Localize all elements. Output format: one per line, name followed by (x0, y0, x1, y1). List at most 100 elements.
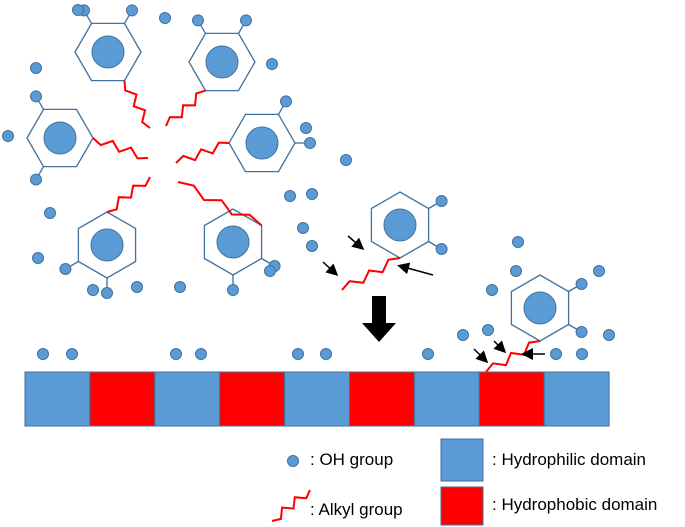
oh-group-dot (575, 326, 588, 338)
oh-bond (123, 14, 131, 24)
oh-group-dot (603, 329, 615, 341)
oh-group-dot (593, 265, 605, 277)
oh-group-dot (192, 14, 204, 27)
legend-alkyl-label: : Alkyl group (310, 500, 403, 519)
interaction-arrows (322, 235, 545, 364)
alkyl-chain (92, 137, 149, 160)
alkyl-chain (341, 257, 401, 291)
hydrophobic-domain (219, 371, 286, 427)
oh-group-dot (304, 137, 316, 149)
oh-group-dot (280, 95, 292, 108)
oh-group-dot (87, 284, 99, 296)
interaction-arrow (493, 340, 507, 354)
hydrophilic-domain (284, 371, 351, 427)
oh-group-dot (340, 154, 352, 166)
oh-group-dot (59, 263, 72, 275)
oh-group-dot (266, 58, 278, 70)
oh-bond (37, 166, 45, 176)
patterned-surface (24, 371, 610, 427)
alkyl-chain (177, 181, 263, 227)
aromatic-core (205, 45, 239, 79)
oh-bond (85, 14, 93, 24)
oh-bond (69, 260, 79, 268)
oh-group-dot (131, 281, 143, 293)
interaction-arrow (347, 235, 365, 250)
phenol-molecule (74, 4, 142, 82)
red-square-icon (440, 486, 484, 526)
phenol-molecule (59, 211, 137, 299)
oh-group-dot (159, 12, 171, 24)
oh-group-dot (486, 284, 498, 296)
alkyl-chain (485, 340, 541, 373)
oh-group-dot (30, 62, 42, 74)
oh-bond (237, 24, 245, 34)
aromatic-core (90, 228, 124, 262)
phenol-molecule (203, 208, 281, 296)
oh-group-dot (37, 348, 49, 360)
legend-oh-label: : OH group (310, 450, 394, 469)
oh-group-dot (174, 281, 186, 293)
oh-group-dot (512, 236, 524, 248)
down-arrow-icon (362, 296, 396, 342)
oh-group-dot (66, 348, 78, 360)
oh-group-dot (435, 195, 448, 207)
interaction-arrow (322, 261, 339, 277)
alkyl-chain (165, 89, 206, 127)
oh-dot-icon (287, 455, 299, 467)
alkyl-chain (106, 176, 151, 213)
oh-group-dot (2, 130, 14, 142)
alkyl-zigzag-icon (271, 489, 311, 522)
oh-group-dot (72, 4, 84, 16)
interaction-arrow (473, 348, 489, 364)
hydrophobic-domain (349, 371, 415, 427)
legend-hydrophobic-label: : Hydrophobic domain (492, 495, 658, 514)
oh-group-dot (227, 284, 239, 296)
oh-group-dot (284, 190, 296, 202)
oh-group-dot (126, 4, 138, 17)
phenol-molecule (26, 90, 94, 186)
hydrophilic-domain (24, 371, 91, 427)
oh-bond (261, 257, 271, 265)
oh-group-dot (44, 207, 56, 219)
hydrophobic-domain (478, 371, 545, 427)
phenol-molecule (228, 95, 316, 173)
oh-group-dot (510, 265, 522, 277)
oh-bond (568, 285, 578, 293)
alkyl-chain (175, 141, 230, 164)
micelle-cluster (26, 4, 316, 299)
phenol-molecule (510, 274, 588, 342)
oh-bond (277, 105, 285, 115)
oh-group-dot (170, 348, 182, 360)
aromatic-core (245, 126, 279, 160)
hydrophilic-domain (413, 371, 480, 427)
oh-group-dot (435, 243, 448, 255)
oh-group-dot (300, 122, 312, 134)
hydrophilic-domain (154, 371, 221, 427)
oh-bond (568, 323, 578, 331)
oh-group-dot (306, 188, 318, 200)
alkyl-chain (123, 80, 151, 129)
oh-group-dot (264, 265, 276, 277)
aromatic-core (216, 225, 250, 259)
oh-group-dot (101, 287, 113, 299)
blue-square-icon (440, 438, 484, 482)
free-molecules (341, 191, 588, 373)
interaction-arrow (397, 262, 434, 276)
oh-bond (428, 240, 438, 248)
legend-hydrophilic-label: : Hydrophilic domain (492, 450, 647, 469)
oh-group-dot (306, 240, 318, 252)
aromatic-core (43, 121, 77, 155)
oh-group-dot (292, 348, 304, 360)
oh-group-dot (576, 348, 588, 360)
oh-group-dot (320, 348, 332, 360)
phenol-molecule (188, 14, 256, 92)
aromatic-core (383, 208, 417, 242)
oh-group-dot (240, 14, 252, 27)
aromatic-core (523, 291, 557, 325)
oh-group-dot (422, 348, 434, 360)
phenol-molecule (370, 191, 448, 259)
oh-bond (428, 202, 438, 210)
oh-group-dot (550, 348, 562, 360)
aromatic-core (91, 35, 125, 69)
